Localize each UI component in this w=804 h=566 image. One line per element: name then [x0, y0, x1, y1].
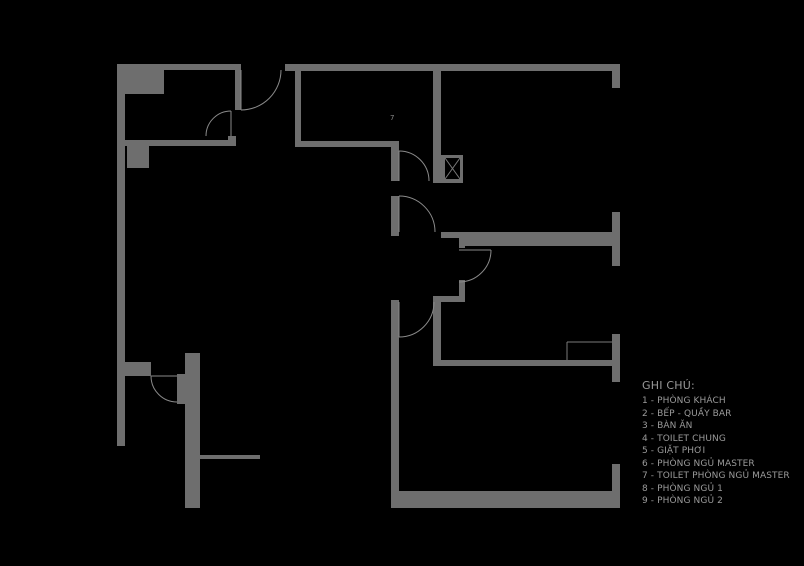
bottom-left-walls: [117, 353, 260, 508]
door-master-bedroom: [398, 195, 436, 233]
legend-item-9: 9 - PHÒNG NGỦ 2: [642, 496, 723, 506]
legend-item-4: 4 - TOILET CHUNG: [642, 433, 726, 444]
master-toilet-walls: [295, 71, 441, 236]
top-wall: [285, 64, 620, 88]
legend-item-8: 8 - PHÒNG NGỦ 1: [642, 483, 723, 494]
legend-item-5: 5 - GIẶT PHƠI: [642, 446, 706, 456]
bedroom-2-walls: [391, 300, 620, 508]
toilet-chung-walls: [125, 64, 241, 168]
legend-item-2: 2 - BẾP - QUẦY BAR: [642, 408, 732, 419]
door-toilet-chung: [205, 69, 282, 137]
door-bedroom-1: [458, 249, 492, 283]
legend-item-7: 7 - TOILET PHÒNG NGỦ MASTER: [642, 471, 790, 481]
legend-item-1: 1 - PHÒNG KHÁCH: [642, 396, 726, 406]
door-bedroom-2: [398, 301, 435, 338]
bedroom-1-walls: [433, 280, 620, 382]
legend: GHI CHÚ: 1 - PHÒNG KHÁCH 2 - BẾP - QUẦY …: [642, 379, 790, 508]
left-wall: [117, 64, 241, 446]
legend-item-6: 6 - PHÒNG NGỦ MASTER: [642, 458, 755, 469]
room-number-label: 7: [390, 114, 394, 122]
legend-title: GHI CHÚ:: [642, 379, 695, 392]
shaft-box: [441, 155, 463, 183]
door-laundry: [150, 375, 178, 403]
legend-item-3: 3 - BÀN ĂN: [642, 421, 693, 431]
master-bedroom-walls: [441, 212, 620, 266]
door-master-toilet: [398, 150, 430, 182]
